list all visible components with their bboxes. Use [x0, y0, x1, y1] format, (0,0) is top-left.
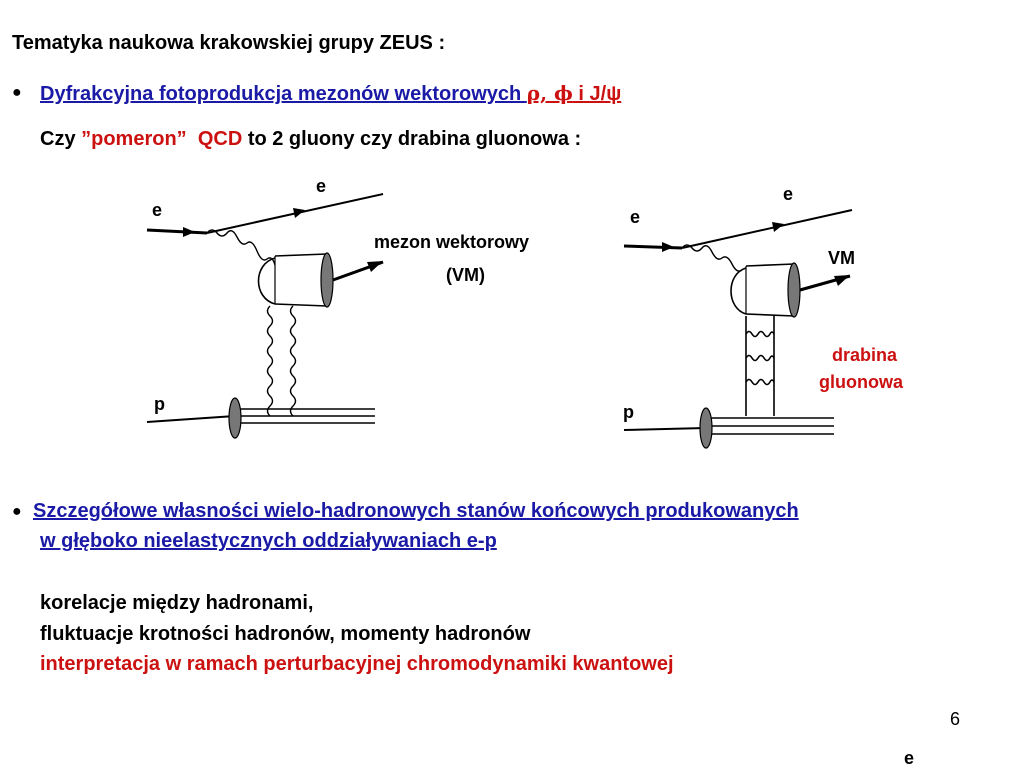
d1-gluon-left [266, 305, 274, 417]
d1-vm-out-arrow [367, 261, 383, 272]
d1-quark-bottom [274, 303, 328, 307]
d2-quark-top [745, 263, 795, 267]
slide-title: Tematyka naukowa krakowskiej grupy ZEUS … [12, 32, 446, 54]
d2-proton-blob [699, 407, 713, 449]
d2-rung-1 [745, 330, 775, 338]
item-line-2: fluktuacje krotności hadronów, momenty h… [40, 623, 531, 645]
d2-rung-3 [745, 378, 775, 386]
meson-symbols[interactable]: ρ, ϕ [526, 81, 573, 105]
d2-e-in-arrow [662, 242, 674, 252]
d1-vm-label-2: (VM) [446, 265, 485, 285]
bullet-marker: ● [12, 84, 22, 101]
d2-vm-out-arrow [834, 275, 850, 286]
d2-rung-2 [745, 354, 775, 362]
d1-quark-loop [257, 257, 276, 305]
d1-p-label: p [154, 394, 165, 414]
d1-e-out-arrow [293, 208, 305, 218]
d1-photon [206, 229, 276, 266]
diagram2-feynman [623, 209, 853, 449]
d2-photon [681, 244, 743, 272]
d1-e-out-label: e [316, 176, 327, 196]
bullet1-line: Dyfrakcyjna fotoprodukcja mezonów wektor… [40, 81, 621, 106]
d1-proton-blob [228, 397, 242, 439]
d1-vm-blob [320, 252, 334, 308]
d1-e-in-line [146, 228, 208, 235]
item-line-3: interpretacja w ramach perturbacyjnej ch… [40, 653, 674, 675]
question-line: Czy ”pomeron” QCD to 2 gluony czy drabin… [40, 128, 581, 151]
jpsi-symbol[interactable]: J/ψ [589, 83, 622, 105]
question-rest: to 2 gluony czy drabina gluonowa : [242, 128, 582, 150]
d2-ladder-label-1: drabina [832, 345, 898, 365]
d2-quark-bottom [745, 313, 795, 317]
d2-vm-blob [787, 262, 801, 318]
d1-gluon-right [289, 305, 297, 417]
d2-e-out-line [681, 209, 853, 249]
d2-e-out-label: e [783, 184, 794, 204]
d2-p-in-line [623, 427, 707, 431]
question-pomeron: ”pomeron” [81, 128, 187, 150]
d1-p-in-line [146, 415, 236, 423]
d2-quark-loop [730, 267, 747, 315]
bullet2-line2[interactable]: w głęboko nieelastycznych oddziaływaniac… [40, 530, 497, 552]
question-qcd: QCD [197, 128, 243, 150]
d1-e-in-label: e [152, 200, 163, 220]
d1-vm-label-1: mezon wektorowy [374, 232, 530, 252]
d2-p-label: p [623, 402, 634, 422]
conj-text[interactable]: i [572, 83, 590, 105]
bullet-marker: ● [12, 503, 22, 520]
d2-ladder-label-2: gluonowa [819, 372, 903, 392]
bullet1-text[interactable]: Dyfrakcyjna fotoprodukcja mezonów wektor… [40, 83, 527, 105]
d1-quark-top [274, 253, 328, 257]
diagram1-feynman [146, 193, 384, 439]
item-line-1: korelacje między hadronami, [40, 592, 314, 614]
d2-e-in-label: e [630, 207, 641, 227]
bullet2-line1[interactable]: Szczegółowe własności wielo-hadronowych … [33, 500, 799, 522]
d1-e-in-arrow [183, 227, 195, 237]
d2-vm-label: VM [828, 248, 855, 268]
footer-e: e [904, 748, 915, 768]
page-number: 6 [950, 709, 961, 729]
question-czy: Czy [40, 128, 82, 150]
d2-e-out-arrow [772, 222, 784, 232]
